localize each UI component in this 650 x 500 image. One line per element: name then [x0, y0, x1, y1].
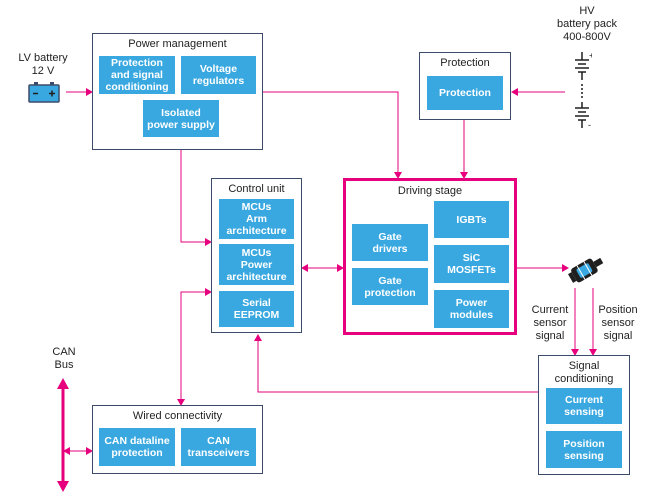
current-sensing-block: Current sensing — [546, 388, 622, 424]
voltage-regulators-block: Voltage regulators — [181, 56, 256, 94]
position-sensing-block: Position sensing — [546, 431, 622, 468]
svg-text:+: + — [589, 52, 592, 60]
svg-text:-: - — [588, 120, 591, 130]
gate-drivers-block: Gate drivers — [352, 224, 428, 261]
link-wired-control — [177, 288, 212, 406]
wired-connectivity-title: Wired connectivity — [132, 410, 223, 422]
current-sensor-label: Current sensor signal — [531, 304, 569, 342]
hv-battery-label: HV battery pack 400-800V — [557, 5, 617, 43]
link-signal-to-control — [254, 334, 538, 393]
battery-stack-icon: + - — [575, 52, 592, 130]
driving-stage-title: Driving stage — [397, 185, 463, 197]
isolated-power-supply-block: Isolated power supply — [143, 100, 219, 137]
battery-icon — [28, 82, 60, 103]
control-unit-title: Control unit — [228, 183, 285, 195]
protection-title: Protection — [440, 57, 490, 69]
gate-protection-block: Gate protection — [352, 268, 428, 305]
mcu-arm-block: MCUs Arm architecture — [219, 199, 294, 239]
can-transceivers-block: CAN transceivers — [181, 428, 256, 466]
serial-eeprom-block: Serial EEPROM — [219, 291, 294, 327]
signal-conditioning-title: Signal conditioning — [554, 360, 614, 385]
lv-battery-label: LV battery 12 V — [18, 52, 68, 77]
power-management-title: Power management — [128, 38, 227, 50]
mcu-power-block: MCUs Power architecture — [219, 244, 294, 285]
can-bus-line — [57, 378, 69, 492]
power-modules-block: Power modules — [434, 290, 509, 328]
motor-icon — [568, 257, 604, 283]
link-power-to-driving — [263, 91, 402, 179]
igbts-block: IGBTs — [434, 201, 509, 238]
can-bus-label: CAN Bus — [52, 346, 76, 371]
protection-signal-conditioning-block: Protection and signal conditioning — [99, 56, 175, 94]
position-sensor-label: Position sensor signal — [598, 304, 638, 342]
link-power-to-control — [180, 150, 212, 246]
sic-mosfets-block: SiC MOSFETs — [434, 245, 509, 283]
can-dataline-protection-block: CAN dataline protection — [99, 428, 175, 466]
protection-block: Protection — [427, 76, 503, 110]
